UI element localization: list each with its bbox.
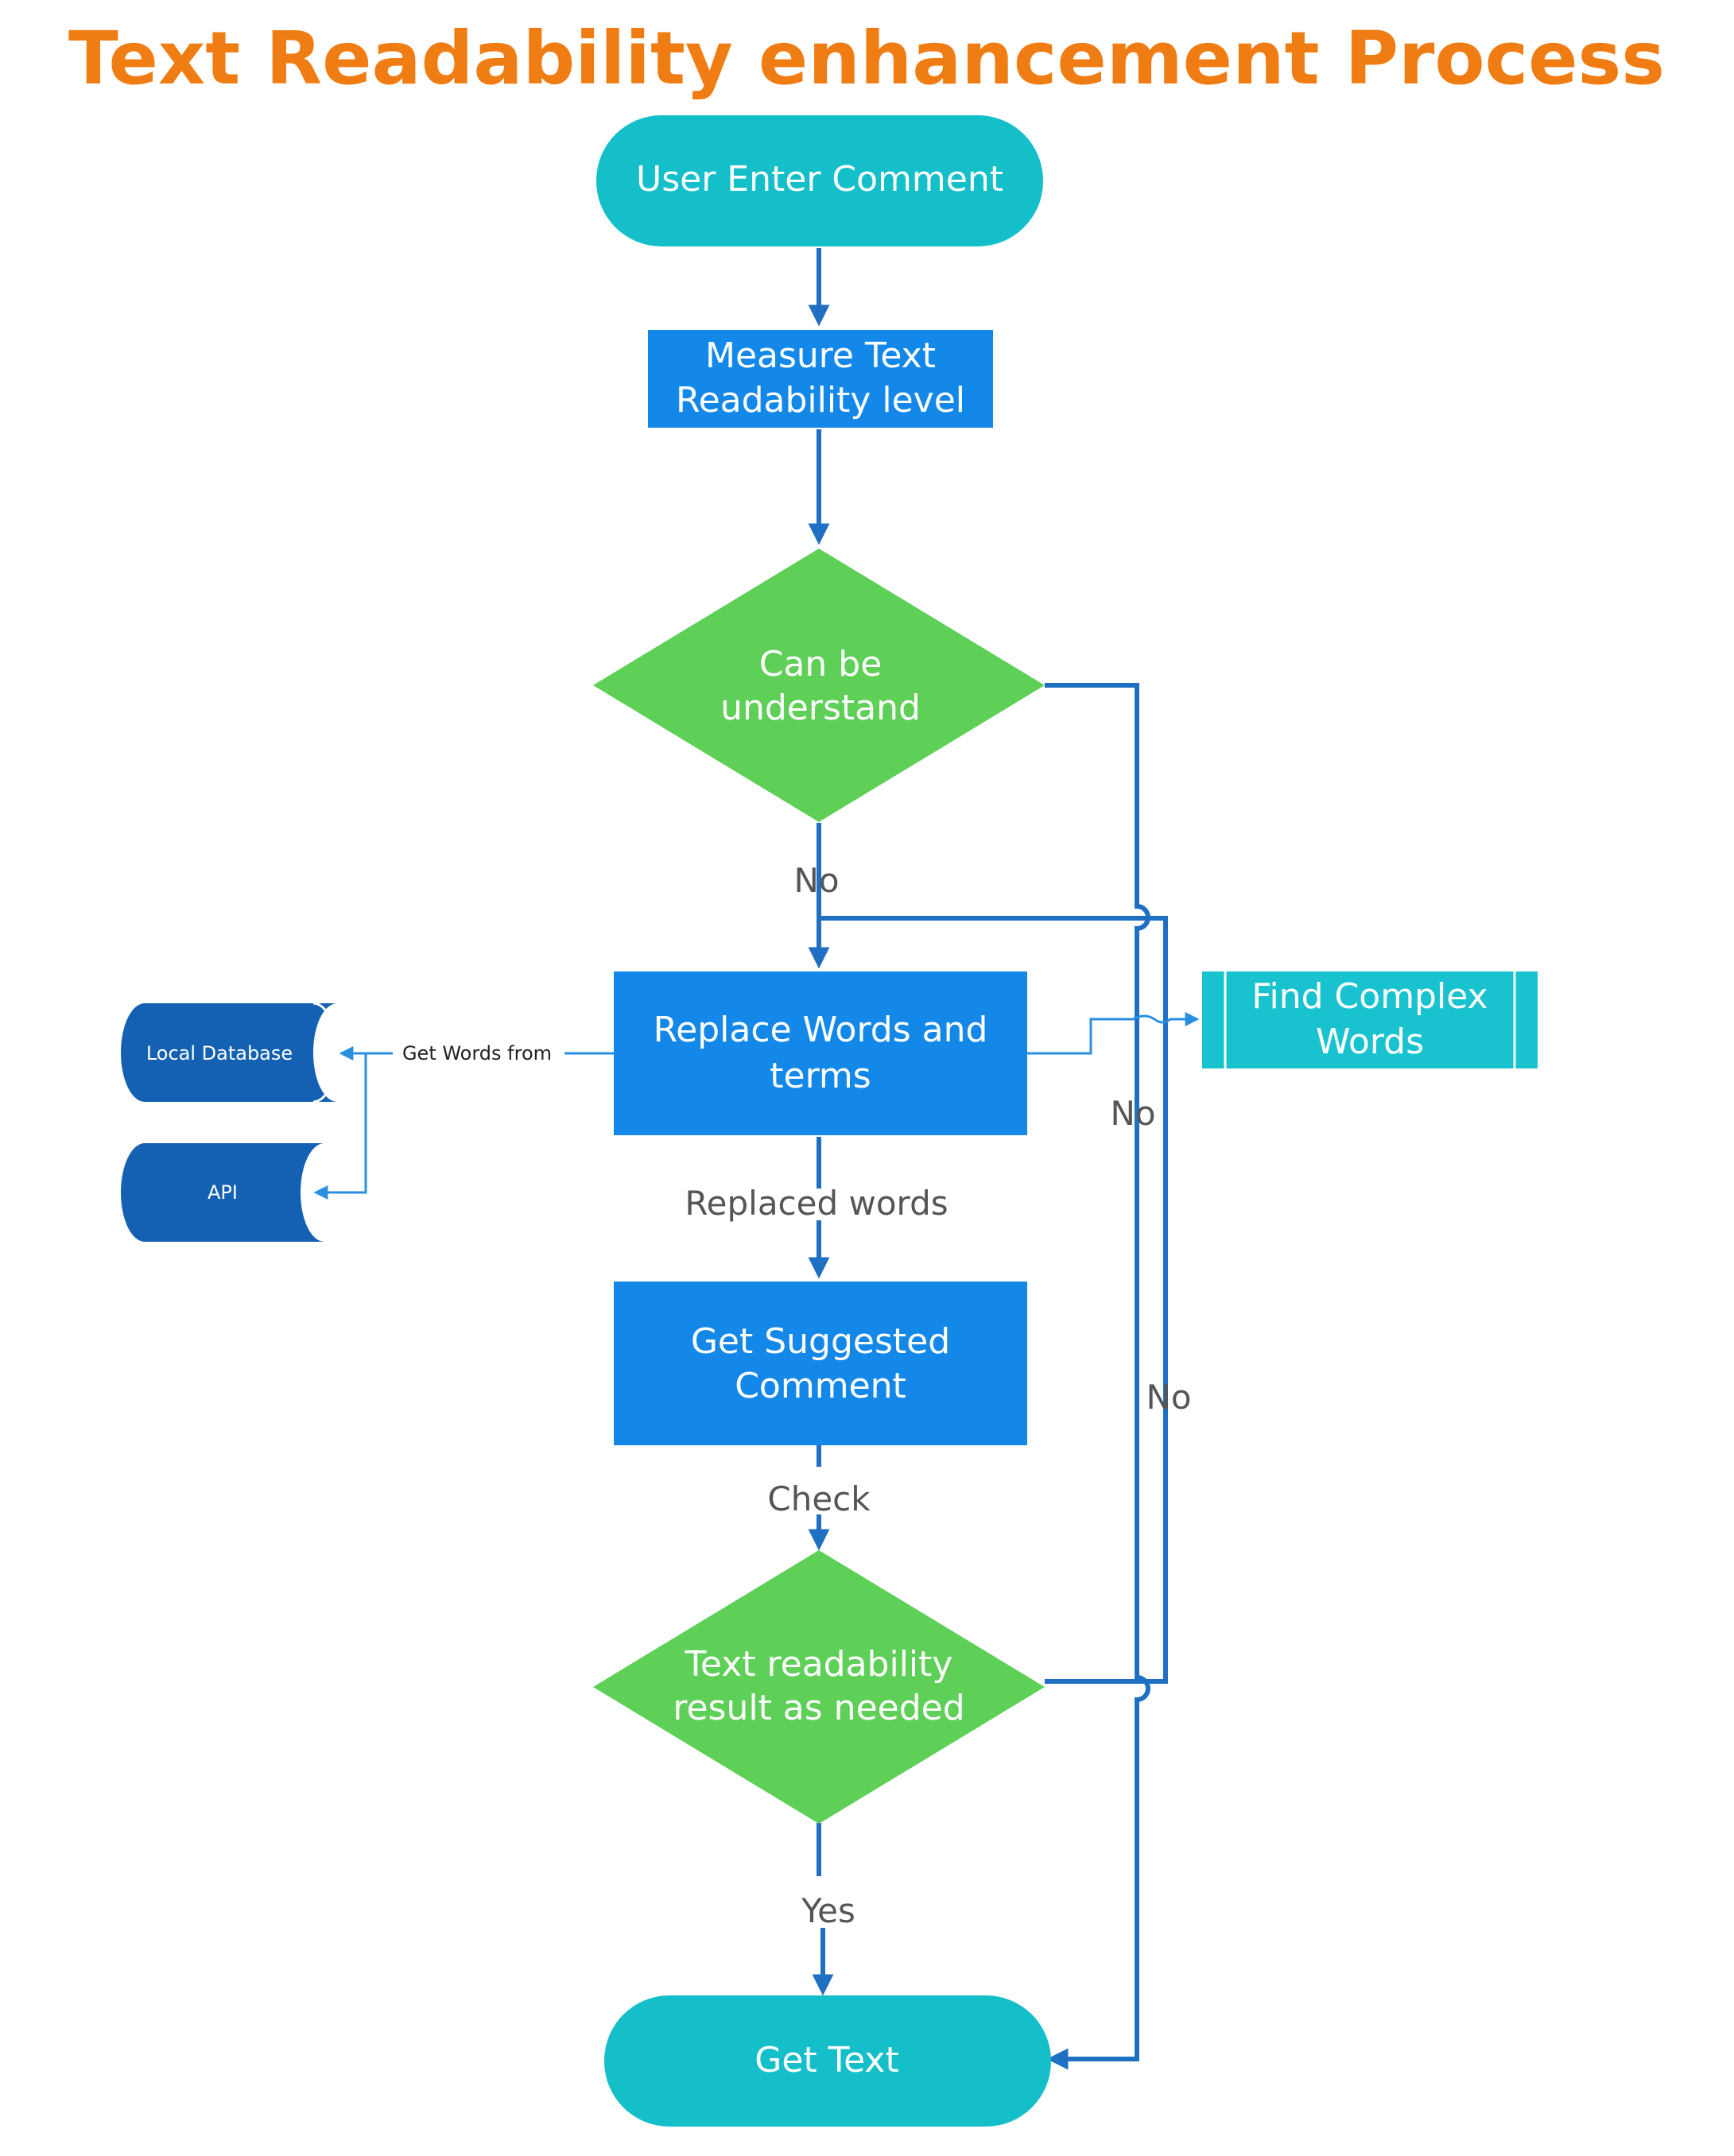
- local-database-label: Local Database: [146, 1042, 293, 1064]
- find-complex-box: [1202, 971, 1538, 1068]
- end-label: Get Text: [755, 2040, 898, 2080]
- edge-label-replaced-words: Replaced words: [685, 1184, 948, 1223]
- replace-box: [614, 971, 1027, 1135]
- replace-label-line1: Replace Words and: [654, 1010, 988, 1050]
- decision-understand-line1: Can be: [759, 644, 883, 684]
- edge-label-no-right: No: [1110, 1094, 1155, 1133]
- diagram-title: Text Readability enhancement Process: [68, 16, 1665, 101]
- find-complex-line1: Find Complex: [1251, 976, 1488, 1017]
- arrow-to-api: [313, 1053, 367, 1200]
- decision-result-diamond: [593, 1550, 1045, 1824]
- suggested-box: [614, 1282, 1027, 1445]
- arrow-to-find-complex: [1027, 1012, 1200, 1055]
- decision-understand-diamond: [593, 549, 1045, 822]
- decision-result-line2: result as needed: [673, 1688, 964, 1728]
- measure-node: Measure Text Readability level: [648, 330, 993, 428]
- edge-label-no-decision1: No: [793, 861, 839, 900]
- decision-understand-node: Can be understand: [593, 549, 1045, 822]
- api-label: API: [208, 1181, 238, 1204]
- edge-label-get-words-from: Get Words from: [402, 1042, 552, 1064]
- measure-label-line2: Readability level: [676, 380, 965, 421]
- edge-label-no-loop: No: [1146, 1378, 1191, 1417]
- arrow-decision2-loop-back: [819, 916, 1168, 1684]
- edge-label-check: Check: [767, 1479, 871, 1518]
- measure-label-line1: Measure Text: [705, 335, 936, 376]
- decision-result-line1: Text readability: [685, 1644, 953, 1685]
- edge-label-yes: Yes: [801, 1891, 855, 1930]
- start-terminal: [596, 115, 1043, 246]
- replace-node: Replace Words and terms: [614, 971, 1027, 1135]
- find-complex-line2: Words: [1316, 1022, 1424, 1062]
- measure-box: [648, 330, 993, 428]
- local-database-node: Local Database: [121, 1002, 339, 1103]
- replace-label-line2: terms: [770, 1056, 871, 1096]
- suggested-label-line2: Comment: [735, 1366, 906, 1406]
- start-node: User Enter Comment: [596, 115, 1043, 246]
- local-database-shape: [121, 1003, 337, 1102]
- suggested-label-line1: Get Suggested: [691, 1321, 950, 1362]
- api-shape: [121, 1143, 324, 1242]
- decision-result-node: Text readability result as needed: [593, 1550, 1045, 1824]
- suggested-node: Get Suggested Comment: [614, 1282, 1027, 1445]
- start-label: User Enter Comment: [636, 159, 1003, 200]
- arrow-decision1-right-to-end: [1045, 683, 1150, 2070]
- local-database-curve: [312, 1002, 339, 1103]
- api-node: API: [121, 1143, 324, 1242]
- connectors: [313, 248, 1200, 2070]
- decision-understand-line2: understand: [720, 688, 921, 728]
- end-node: Get Text: [604, 1995, 1051, 2127]
- find-complex-node: Find Complex Words: [1202, 971, 1538, 1068]
- end-terminal: [604, 1995, 1051, 2127]
